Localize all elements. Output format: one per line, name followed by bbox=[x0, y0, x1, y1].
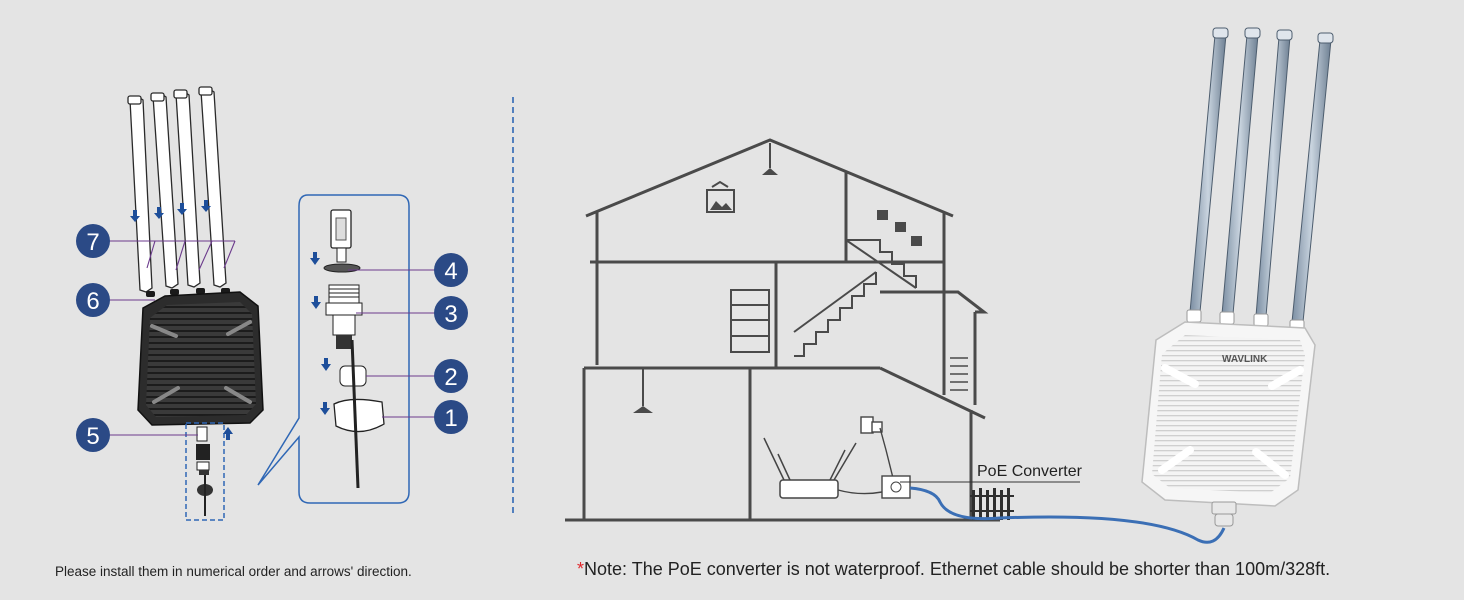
install-instructions: Please install them in numerical order a… bbox=[55, 564, 412, 579]
large-cable-gland bbox=[1211, 501, 1237, 527]
note-asterisk: * bbox=[577, 559, 585, 579]
step-label-7: 7 bbox=[86, 229, 99, 256]
large-antennas bbox=[1189, 34, 1332, 323]
step-badge-6 bbox=[76, 283, 110, 317]
step-badges bbox=[76, 224, 468, 452]
poe-converter bbox=[837, 475, 911, 499]
zoom-callout bbox=[257, 194, 410, 504]
step-label-4: 4 bbox=[444, 258, 457, 285]
step-label-2: 2 bbox=[444, 364, 457, 391]
step-badge-7 bbox=[76, 224, 110, 258]
note-caption: *Note: The PoE converter is not waterpro… bbox=[577, 559, 1330, 580]
fence bbox=[970, 488, 1014, 520]
house-fills bbox=[633, 168, 922, 413]
step-badge-5 bbox=[76, 418, 110, 452]
ethernet-cable bbox=[909, 486, 1226, 544]
indoor-router bbox=[763, 437, 857, 499]
poe-converter-label: PoE Converter bbox=[977, 463, 1083, 480]
leader-lines bbox=[108, 240, 436, 436]
step-label-6: 6 bbox=[86, 288, 99, 315]
step-badge-2 bbox=[434, 359, 468, 393]
house-diagram bbox=[565, 138, 1000, 522]
outdoor-ap-device: WAVLINK bbox=[1141, 27, 1334, 527]
small-device-body bbox=[137, 291, 264, 426]
wall-socket bbox=[860, 416, 894, 479]
step-badge-3 bbox=[434, 296, 468, 330]
house-details bbox=[642, 143, 968, 406]
step-badge-4 bbox=[434, 253, 468, 287]
antenna-arrows bbox=[130, 200, 211, 222]
left-device-assembly: 7 6 5 4 3 2 1 bbox=[76, 86, 468, 521]
step-label-5: 5 bbox=[86, 423, 99, 450]
step-label-3: 3 bbox=[444, 301, 457, 328]
small-cable-assembly bbox=[185, 422, 233, 521]
step-label-1: 1 bbox=[444, 405, 457, 432]
brand-logo: WAVLINK bbox=[1222, 354, 1268, 365]
step-badge-1 bbox=[434, 400, 468, 434]
note-text: Note: The PoE converter is not waterproo… bbox=[584, 559, 1331, 579]
small-antennas bbox=[127, 86, 227, 293]
